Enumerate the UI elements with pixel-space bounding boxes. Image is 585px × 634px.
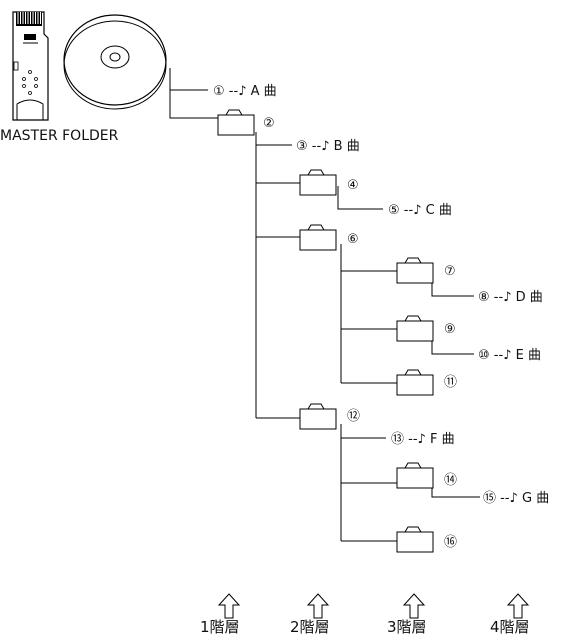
folder-icon: [397, 370, 433, 395]
svg-text:③ --♪ B 曲: ③ --♪ B 曲: [296, 139, 360, 154]
track-label: ⑩ --♪ E 曲: [478, 348, 541, 363]
folder-number: ⑪: [444, 375, 457, 390]
folder-number: ⑫: [347, 409, 360, 424]
svg-text:⑮ --♪ G 曲: ⑮ --♪ G 曲: [483, 491, 549, 506]
level-label: 1階層: [200, 618, 240, 634]
folder-number: ②: [263, 116, 275, 131]
folder-icon: [218, 110, 254, 135]
folder-icon: [397, 463, 433, 488]
level-label: 3階層: [387, 618, 427, 634]
level-label: 4階層: [490, 618, 530, 634]
master-folder-label: MASTER FOLDER: [0, 128, 119, 144]
track-label: ③ --♪ B 曲: [296, 139, 360, 154]
memory-card-icon: [13, 12, 48, 120]
track-label: ① --♪ A 曲: [213, 84, 277, 99]
cd-disc-icon: [64, 15, 166, 109]
folder-icon: [300, 170, 336, 195]
folder-number: ⑨: [444, 322, 456, 337]
level-label: 2階層: [290, 618, 330, 634]
track-label: ⑧ --♪ D 曲: [478, 290, 543, 305]
svg-text:① --♪ A 曲: ① --♪ A 曲: [213, 84, 277, 99]
svg-text:⑤ --♪ C 曲: ⑤ --♪ C 曲: [388, 203, 452, 218]
track-label: ⑬ --♪ F 曲: [391, 432, 455, 447]
folder-icon: [397, 316, 433, 341]
up-arrow-icon: [404, 594, 424, 618]
up-arrow-icon: [508, 594, 528, 618]
folder-icon: [300, 404, 336, 429]
svg-text:⑩ --♪ E 曲: ⑩ --♪ E 曲: [478, 348, 541, 363]
folder-icon: [300, 225, 336, 250]
folder-number: ⑥: [347, 232, 359, 247]
up-arrow-icon: [219, 594, 239, 618]
folder-number: ⑦: [444, 264, 456, 279]
folder-number: ⑭: [444, 473, 457, 488]
folder-icon: [397, 258, 433, 283]
svg-text:⑬ --♪ F 曲: ⑬ --♪ F 曲: [391, 432, 455, 447]
track-label: ⑤ --♪ C 曲: [388, 203, 452, 218]
folder-number: ⑯: [444, 535, 457, 550]
folder-icon: [397, 527, 433, 552]
svg-text:⑧ --♪ D 曲: ⑧ --♪ D 曲: [478, 290, 543, 305]
folder-number: ④: [347, 178, 359, 193]
track-label: ⑮ --♪ G 曲: [483, 491, 549, 506]
up-arrow-icon: [308, 594, 328, 618]
